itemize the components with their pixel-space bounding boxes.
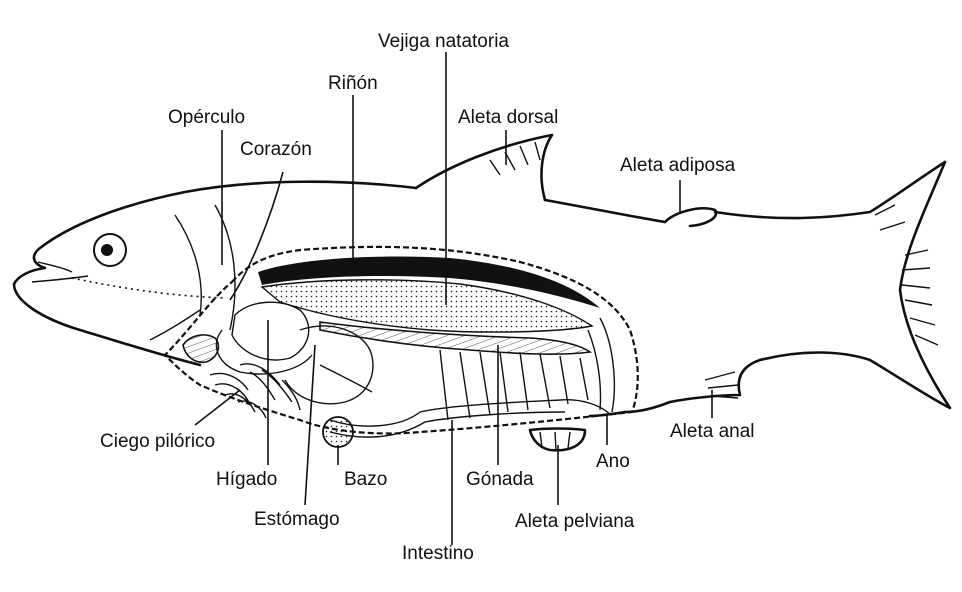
label-ciego-pilorico: Ciego pilórico	[100, 432, 215, 451]
label-gonada: Gónada	[466, 470, 534, 489]
leader-estomago	[305, 345, 315, 505]
label-bazo: Bazo	[344, 470, 387, 489]
liver-shape	[232, 302, 309, 360]
adipose-fin-shape	[665, 208, 716, 226]
label-intestino: Intestino	[402, 544, 474, 563]
label-operculo: Opérculo	[168, 108, 245, 127]
spleen-shape	[323, 417, 353, 447]
pyloric-caeca-shape	[210, 364, 300, 418]
label-corazon: Corazón	[240, 140, 312, 159]
label-aleta-adiposa: Aleta adiposa	[620, 156, 735, 175]
label-ano: Ano	[596, 452, 630, 471]
label-aleta-dorsal: Aleta dorsal	[458, 108, 558, 127]
heart-shape	[183, 335, 218, 362]
label-rinon: Riñón	[328, 74, 378, 93]
dorsal-fin-shape	[416, 135, 552, 200]
stomach-shape	[285, 326, 373, 404]
label-higado: Hígado	[216, 470, 277, 489]
caudal-fin-shape	[760, 162, 950, 408]
leader-ciego	[195, 390, 240, 425]
label-vejiga-natatoria: Vejiga natatoria	[378, 32, 509, 51]
label-estomago: Estómago	[254, 510, 340, 529]
label-aleta-pelviana: Aleta pelviana	[515, 512, 634, 531]
label-aleta-anal: Aleta anal	[670, 422, 755, 441]
